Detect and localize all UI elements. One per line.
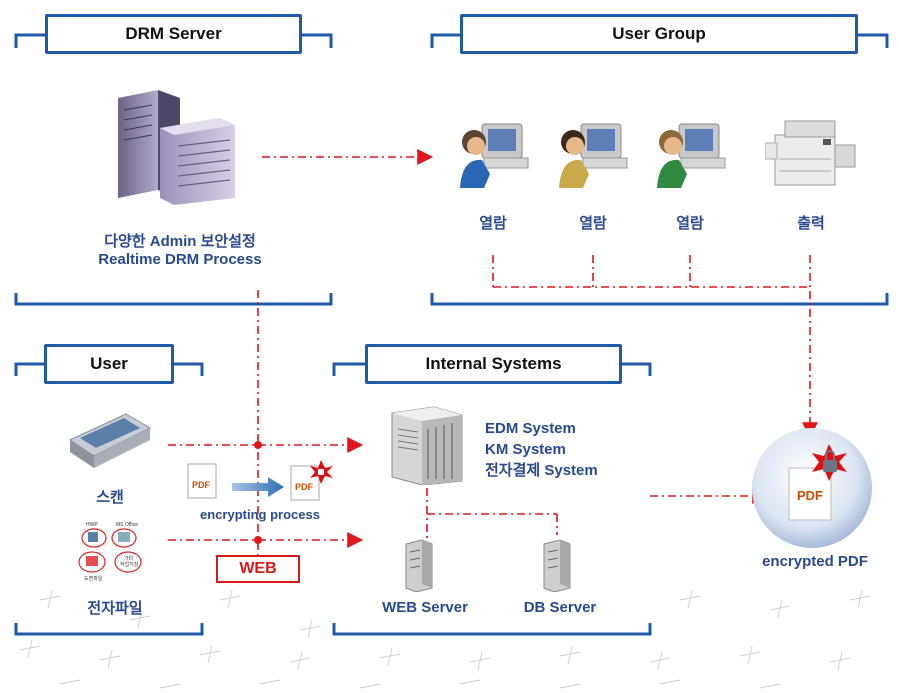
- file-tag-hwp: HWP: [86, 522, 98, 528]
- rack-server-icon: [391, 406, 463, 485]
- web-badge: WEB: [216, 555, 300, 583]
- drm-description: 다양한 Admin 보안설정 Realtime DRM Process: [50, 230, 310, 268]
- junction-dot: [254, 441, 262, 449]
- rack-server-icon: [543, 539, 571, 592]
- pdf-icon: PDF: [184, 463, 217, 499]
- km-system-label: KM System: [485, 441, 566, 458]
- file-tag-misc: 기타: [124, 555, 134, 562]
- encrypted-pdf-icon: PDF: [752, 428, 872, 548]
- section-title-user: User: [44, 344, 174, 384]
- group-label-view-1: 열람: [479, 215, 507, 232]
- web-server-label: WEB Server: [382, 599, 468, 616]
- group-label-view-2: 열람: [579, 215, 607, 232]
- arrow-icon: [232, 477, 284, 497]
- lock-icon: [823, 450, 837, 472]
- encrypted-pdf-icon-label: PDF: [797, 488, 823, 503]
- file-tag-manual: 작업지침: [120, 561, 138, 568]
- group-label-print: 출력: [797, 215, 825, 232]
- section-title-drm-server: DRM Server: [45, 14, 302, 54]
- db-server-label: DB Server: [523, 599, 597, 616]
- section-title-user-group: User Group: [460, 14, 858, 54]
- encrypting-process-label: encrypting process: [200, 507, 320, 522]
- printer-icon: [765, 120, 856, 186]
- group-label-view-3: 열람: [676, 215, 704, 232]
- pdf-icon-label: PDF: [295, 482, 314, 492]
- rack-server-icon: [405, 539, 433, 592]
- pdf-icon-label: PDF: [192, 480, 211, 490]
- user-computer-icon: [460, 123, 529, 188]
- file-bundle-icon: HWP MS Office 기타 작업지침 도면파일: [78, 522, 142, 582]
- junction-dot: [254, 536, 262, 544]
- section-title-internal-systems: Internal Systems: [365, 344, 622, 384]
- drm-line-1: 다양한 Admin 보안설정: [104, 233, 256, 250]
- user-label-efile: 전자파일: [87, 600, 143, 617]
- drm-line-2: Realtime DRM Process: [98, 251, 262, 268]
- approval-system-label: 전자결제 System: [485, 462, 598, 479]
- scanner-icon: [68, 413, 152, 468]
- user-label-scan: 스캔: [96, 489, 124, 506]
- user-computer-icon: [559, 123, 628, 188]
- file-tag-drawing: 도면파일: [84, 575, 103, 582]
- file-tag-ms-office: MS Office: [116, 522, 138, 528]
- internal-systems-list: EDM System KM System 전자결제 System: [485, 418, 598, 481]
- user-computer-icon: [657, 123, 726, 188]
- server-tower-icon: [118, 90, 235, 205]
- pdf-icon: PDF: [287, 460, 333, 501]
- encrypted-pdf-label: encrypted PDF: [762, 553, 868, 570]
- edm-system-label: EDM System: [485, 420, 576, 437]
